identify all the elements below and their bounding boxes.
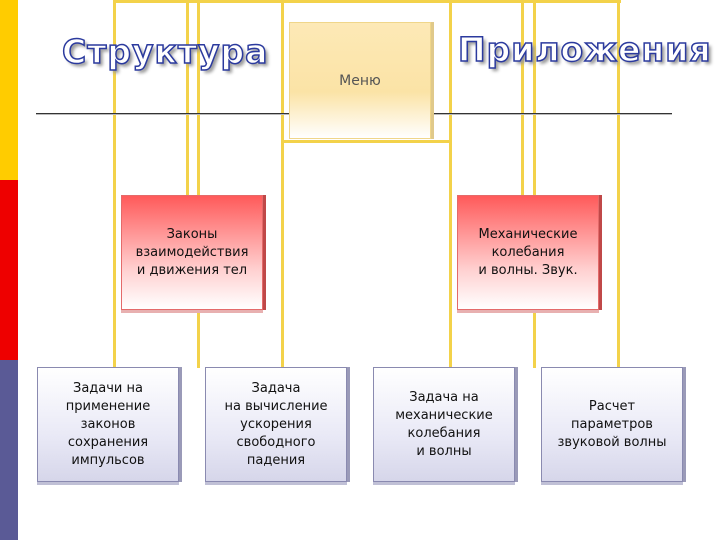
- connector-line: [533, 0, 536, 368]
- task-box-free-fall[interactable]: Задача на вычисление ускорения свободног…: [205, 367, 347, 482]
- connector-line: [186, 0, 189, 196]
- connector-line: [197, 0, 200, 368]
- connector-line: [617, 0, 620, 368]
- stripe-purple: [0, 360, 18, 540]
- title-structure: Структура: [61, 31, 269, 72]
- connector-line: [521, 0, 524, 196]
- section-box-laws[interactable]: Законы взаимодействия и движения тел: [121, 195, 263, 310]
- task-box-momentum[interactable]: Задачи на применение законов сохранения …: [37, 367, 179, 482]
- menu-box[interactable]: Меню: [289, 22, 431, 139]
- stripe-red: [0, 180, 18, 360]
- task-box-oscillations[interactable]: Задача на механические колебания и волны: [373, 367, 515, 482]
- connector-line: [113, 0, 116, 368]
- connector-top-bar: [113, 0, 621, 3]
- connector-line: [449, 0, 452, 368]
- task-box-sound-wave[interactable]: Расчет параметров звуковой волны: [541, 367, 683, 482]
- title-applications: Приложения: [457, 29, 712, 70]
- connector-line: [281, 0, 284, 368]
- section-box-oscillations[interactable]: Механические колебания и волны. Звук.: [457, 195, 599, 310]
- connector-mid-bar: [281, 140, 452, 143]
- stripe-yellow: [0, 0, 18, 180]
